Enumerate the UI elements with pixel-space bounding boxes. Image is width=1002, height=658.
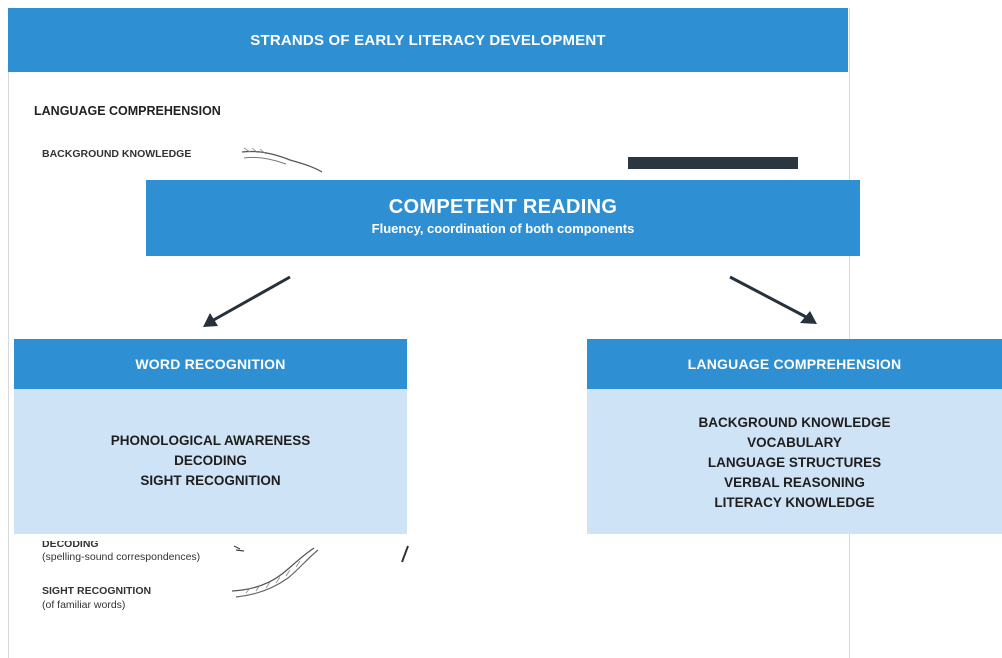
background-section-title: LANGUAGE COMPREHENSION bbox=[34, 104, 221, 118]
list-item: VOCABULARY bbox=[747, 435, 842, 450]
word-recognition-title: WORD RECOGNITION bbox=[135, 356, 286, 372]
list-item: VERBAL REASONING bbox=[724, 475, 865, 490]
arrow-left-head bbox=[203, 313, 218, 327]
background-sight-recognition-label: SIGHT RECOGNITION bbox=[42, 585, 152, 597]
background-knowledge-label: BACKGROUND KNOWLEDGE bbox=[42, 148, 192, 160]
arrow-right-head bbox=[800, 311, 817, 324]
background-decoding-note: (spelling-sound correspondences) bbox=[42, 551, 201, 563]
background-header: STRANDS OF EARLY LITERACY DEVELOPMENT bbox=[8, 8, 848, 72]
list-item: DECODING bbox=[174, 453, 247, 468]
word-recognition-panel: WORD RECOGNITION PHONOLOGICAL AWARENESS … bbox=[14, 339, 407, 534]
competent-reading-subtitle: Fluency, coordination of both components bbox=[371, 221, 635, 236]
competent-reading-box: COMPETENT READING Fluency, coordination … bbox=[146, 180, 860, 256]
language-comprehension-title: LANGUAGE COMPREHENSION bbox=[687, 356, 902, 372]
background-sight-note: (of familiar words) bbox=[42, 599, 126, 611]
word-recognition-list: PHONOLOGICAL AWARENESS DECODING SIGHT RE… bbox=[14, 431, 407, 491]
background-decoding-label: DECODING bbox=[42, 541, 99, 549]
language-comprehension-list: BACKGROUND KNOWLEDGE VOCABULARY LANGUAGE… bbox=[587, 413, 1002, 513]
language-comprehension-header: LANGUAGE COMPREHENSION bbox=[587, 339, 1002, 389]
list-item: BACKGROUND KNOWLEDGE bbox=[698, 415, 891, 430]
word-recognition-header: WORD RECOGNITION bbox=[14, 339, 407, 389]
list-item: LITERACY KNOWLEDGE bbox=[714, 495, 875, 510]
background-poster bbox=[8, 8, 850, 658]
background-header-title: STRANDS OF EARLY LITERACY DEVELOPMENT bbox=[250, 31, 606, 49]
list-item: LANGUAGE STRUCTURES bbox=[707, 455, 882, 470]
language-comprehension-panel: LANGUAGE COMPREHENSION BACKGROUND KNOWLE… bbox=[587, 339, 1002, 534]
list-item: PHONOLOGICAL AWARENESS bbox=[110, 433, 311, 448]
arrow-left bbox=[209, 275, 291, 324]
list-item: SIGHT RECOGNITION bbox=[140, 473, 281, 488]
competent-reading-title: COMPETENT READING bbox=[388, 196, 618, 218]
arrow-right bbox=[729, 275, 809, 320]
background-dark-bar bbox=[628, 157, 798, 169]
